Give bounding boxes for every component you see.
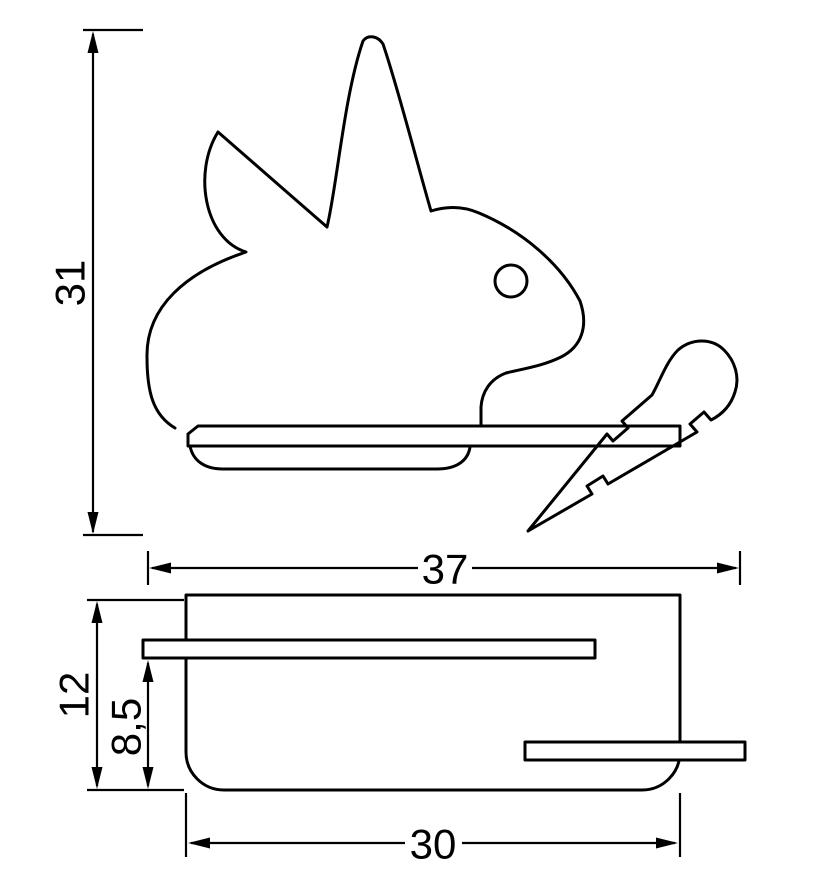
rabbit-underbody (188, 444, 472, 471)
dim-overall-width-arrow-right (717, 562, 739, 574)
shelf-side-view (141, 593, 747, 792)
carrot-outline (526, 339, 739, 533)
dim-side-height-arrow-bottom (91, 767, 103, 789)
dim-side-height: 12 (51, 598, 184, 792)
rabbit-shelf-bar (186, 424, 682, 448)
dim-shelf-drop-label: 8,5 (103, 698, 150, 756)
dim-shelf-drop: 8,5 (103, 660, 154, 789)
side-view-lower-shelf (523, 740, 747, 762)
dim-side-height-arrow-top (91, 601, 103, 623)
dim-base-width-arrow-right (656, 837, 678, 849)
dim-base-width: 30 (184, 793, 682, 868)
dim-overall-width-arrow-left (149, 562, 171, 574)
dim-side-height-label: 12 (51, 672, 98, 719)
dim-overall-width-label: 37 (422, 546, 469, 593)
rabbit-outline (145, 35, 586, 430)
rabbit-eye (493, 263, 529, 299)
dim-overall-width: 37 (146, 546, 742, 593)
rabbit-front-view (145, 35, 739, 533)
dim-overall-height: 31 (47, 28, 143, 537)
dim-shelf-drop-arrow-bottom (142, 767, 154, 789)
dim-overall-height-arrow-bottom (87, 512, 99, 534)
dim-overall-height-label: 31 (47, 260, 94, 307)
dim-base-width-arrow-left (188, 837, 210, 849)
dim-shelf-drop-arrow-top (142, 660, 154, 682)
dim-base-width-label: 30 (410, 821, 457, 868)
dim-overall-height-arrow-top (87, 31, 99, 53)
side-view-upper-shelf (141, 638, 597, 660)
